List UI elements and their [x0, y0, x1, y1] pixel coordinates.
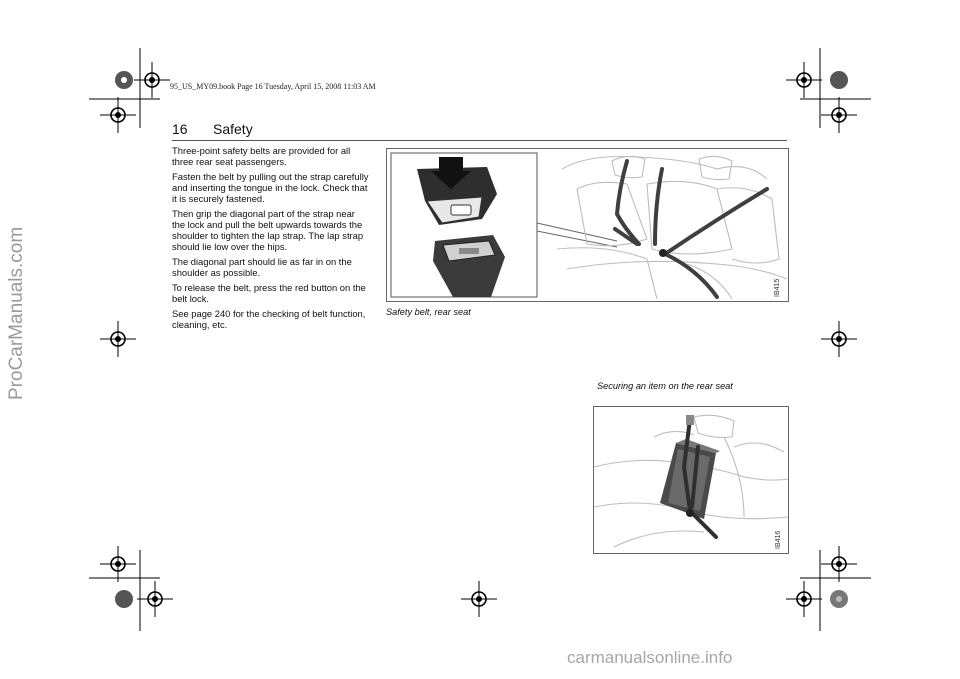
figure-securing-item: IB416: [593, 406, 789, 554]
body-text: Three-point safety belts are provided fo…: [172, 145, 370, 335]
registration-crosshair-icon: [100, 97, 136, 133]
registration-crosshair-icon: [137, 581, 173, 617]
registration-crosshair-icon: [100, 546, 136, 582]
figure-caption: Securing an item on the rear seat: [597, 381, 733, 391]
registration-target-icon: [115, 590, 133, 608]
bottom-watermark: carmanualsonline.info: [567, 648, 733, 667]
figure-safety-belt: IB415: [386, 148, 789, 302]
registration-crosshair-icon: [461, 581, 497, 617]
registration-crosshair-icon: [786, 581, 822, 617]
securing-item-illustration: IB416: [594, 414, 788, 549]
figure-caption: Safety belt, rear seat: [386, 307, 471, 317]
figure-code: IB415: [774, 279, 781, 297]
registration-crosshair-icon: [100, 321, 136, 357]
paragraph: Three-point safety belts are provided fo…: [172, 145, 351, 167]
registration-target-icon: [830, 590, 848, 608]
registration-crosshair-icon: [821, 321, 857, 357]
registration-crosshair-icon: [786, 62, 822, 98]
paragraph: To release the belt, press the red butto…: [172, 281, 366, 304]
header-divider: [172, 140, 787, 141]
safety-belt-illustration: IB415: [390, 152, 788, 300]
paragraph: See page 240 for the checking of belt fu…: [172, 307, 366, 330]
registration-crosshair-icon: [134, 62, 170, 98]
print-file-note: 95_US_MY09.book Page 16 Tuesday, April 1…: [170, 82, 376, 91]
registration-target-icon: [115, 71, 133, 89]
side-watermark: ProCarManuals.com: [6, 226, 27, 400]
registration-crosshair-icon: [821, 546, 857, 582]
paragraph: Then grip the diagonal part of the strap…: [172, 207, 364, 252]
paragraph: Fasten the belt by pulling out the strap…: [172, 171, 369, 204]
paragraph: The diagonal part should lie as far in o…: [172, 255, 352, 278]
page-number: 16: [172, 121, 188, 137]
section-title: Safety: [213, 121, 253, 137]
figure-code: IB416: [775, 531, 782, 549]
registration-crosshair-icon: [821, 97, 857, 133]
registration-target-icon: [830, 71, 848, 89]
